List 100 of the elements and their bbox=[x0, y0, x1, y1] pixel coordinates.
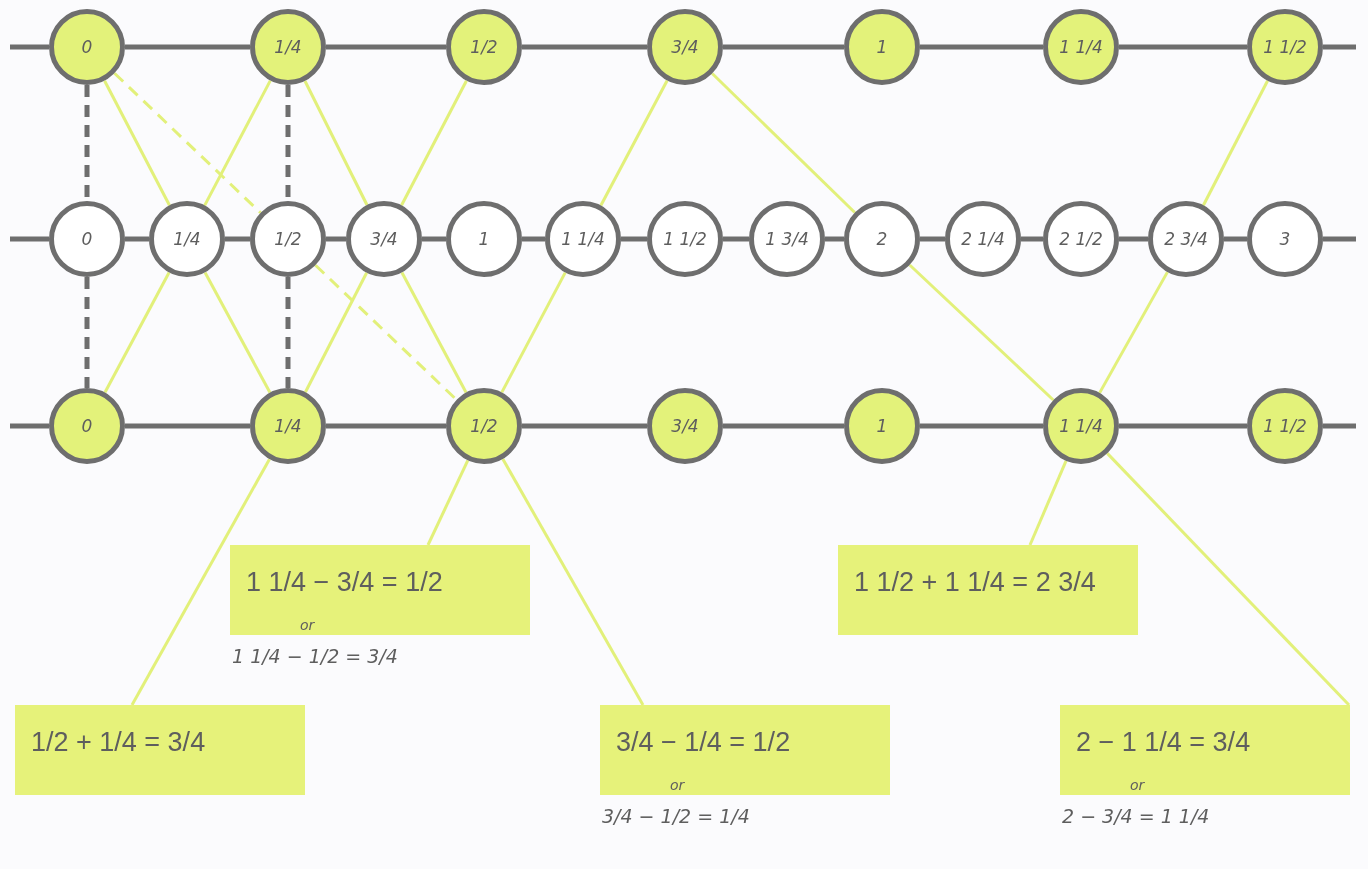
equation-box bbox=[838, 545, 1138, 635]
connector-line bbox=[1202, 80, 1269, 206]
number-label: 2 bbox=[876, 229, 888, 249]
connector-line bbox=[1323, 44, 1356, 50]
connector-line bbox=[1323, 423, 1356, 429]
number-label: 1/2 bbox=[274, 229, 302, 249]
connector-line bbox=[400, 271, 468, 394]
or-label: or bbox=[670, 777, 685, 793]
number-label: 1 bbox=[478, 229, 490, 249]
connector-line bbox=[314, 264, 458, 401]
connector-line bbox=[326, 236, 346, 242]
number-label: 1 3/4 bbox=[765, 229, 809, 249]
connector-line bbox=[10, 423, 49, 429]
equation-note: 2 − 3/4 = 1 1/4 bbox=[1062, 805, 1210, 827]
connector-line bbox=[1021, 236, 1043, 242]
number-label: 1/2 bbox=[470, 37, 498, 57]
number-label: 1/4 bbox=[274, 416, 302, 436]
connector-line bbox=[723, 44, 844, 50]
equation-note: 1 1/4 − 1/2 = 3/4 bbox=[232, 645, 398, 667]
connector-line bbox=[621, 236, 647, 242]
number-label: 3/4 bbox=[671, 416, 699, 436]
connector-line bbox=[400, 80, 468, 206]
number-label: 2 1/4 bbox=[961, 229, 1005, 249]
connector-line bbox=[304, 272, 368, 393]
number-circle bbox=[250, 201, 326, 277]
connector-line bbox=[522, 44, 647, 50]
number-label: 1 1/2 bbox=[1263, 37, 1307, 57]
equation-text: 2 − 1 1/4 = 3/4 bbox=[1076, 727, 1251, 758]
number-label: 3/4 bbox=[671, 37, 699, 57]
connector-line bbox=[711, 72, 856, 214]
connector-line bbox=[522, 236, 545, 242]
connector-line bbox=[84, 277, 90, 388]
number-label: 1 1/4 bbox=[561, 229, 605, 249]
connector-line bbox=[920, 44, 1043, 50]
number-label: 1 1/4 bbox=[1059, 416, 1103, 436]
number-label: 1/4 bbox=[173, 229, 201, 249]
number-label: 0 bbox=[81, 37, 93, 57]
number-label: 0 bbox=[81, 416, 93, 436]
number-label: 3/4 bbox=[370, 229, 398, 249]
connector-line bbox=[125, 423, 250, 429]
connector-line bbox=[500, 271, 567, 394]
connector-line bbox=[825, 236, 844, 242]
number-label: 1 bbox=[876, 37, 888, 57]
connector-line bbox=[103, 80, 171, 206]
connector-line bbox=[1119, 44, 1247, 50]
connector-line bbox=[920, 423, 1043, 429]
number-label: 1 1/4 bbox=[1059, 37, 1103, 57]
equation-box bbox=[15, 705, 305, 795]
connector-line bbox=[599, 79, 669, 207]
connector-line bbox=[225, 236, 250, 242]
number-circle bbox=[446, 388, 522, 464]
connector-line bbox=[203, 271, 272, 394]
number-label: 1/4 bbox=[274, 37, 302, 57]
connector-line bbox=[10, 44, 49, 50]
connector-line bbox=[920, 236, 945, 242]
equation-text: 1/2 + 1/4 = 3/4 bbox=[31, 727, 206, 758]
connector-line bbox=[1119, 423, 1247, 429]
connector-line bbox=[422, 236, 446, 242]
connector-line bbox=[908, 263, 1055, 402]
equation-text: 3/4 − 1/4 = 1/2 bbox=[616, 727, 791, 758]
equation-text: 1 1/2 + 1 1/4 = 2 3/4 bbox=[854, 567, 1096, 598]
equation-note: 3/4 − 1/2 = 1/4 bbox=[602, 805, 750, 827]
connector-line bbox=[1106, 452, 1351, 707]
connector-line bbox=[1119, 236, 1148, 242]
connector-line bbox=[326, 44, 446, 50]
number-circle bbox=[844, 201, 920, 277]
equation-box bbox=[600, 705, 890, 795]
connector-line bbox=[522, 423, 647, 429]
number-label: 2 1/2 bbox=[1059, 229, 1103, 249]
connector-line bbox=[303, 80, 369, 206]
connector-line bbox=[723, 423, 844, 429]
connector-line bbox=[103, 271, 171, 394]
connector-line bbox=[125, 236, 149, 242]
equation-box bbox=[230, 545, 530, 635]
connector-line bbox=[1323, 236, 1356, 242]
number-label: 1 bbox=[876, 416, 888, 436]
number-label: 2 3/4 bbox=[1164, 229, 1208, 249]
equation-box bbox=[1060, 705, 1350, 795]
or-label: or bbox=[300, 617, 315, 633]
connector-line bbox=[1098, 271, 1169, 394]
connector-line bbox=[1224, 236, 1247, 242]
connector-line bbox=[426, 459, 470, 546]
number-label: 1/2 bbox=[470, 416, 498, 436]
equation-text: 1 1/4 − 3/4 = 1/2 bbox=[246, 567, 443, 598]
number-label: 0 bbox=[81, 229, 93, 249]
connector-line bbox=[130, 458, 271, 706]
number-label: 1 1/2 bbox=[1263, 416, 1307, 436]
connector-line bbox=[1028, 460, 1068, 546]
connector-line bbox=[113, 72, 262, 214]
connector-line bbox=[203, 79, 272, 207]
connector-line bbox=[501, 458, 645, 706]
connector-line bbox=[125, 44, 250, 50]
connector-line bbox=[285, 277, 291, 388]
connector-line bbox=[326, 423, 446, 429]
number-circle bbox=[1043, 388, 1119, 464]
connector-line bbox=[10, 236, 49, 242]
number-label: 3 bbox=[1279, 229, 1291, 249]
connector-line bbox=[723, 236, 749, 242]
number-label: 1 1/2 bbox=[663, 229, 707, 249]
or-label: or bbox=[1130, 777, 1145, 793]
